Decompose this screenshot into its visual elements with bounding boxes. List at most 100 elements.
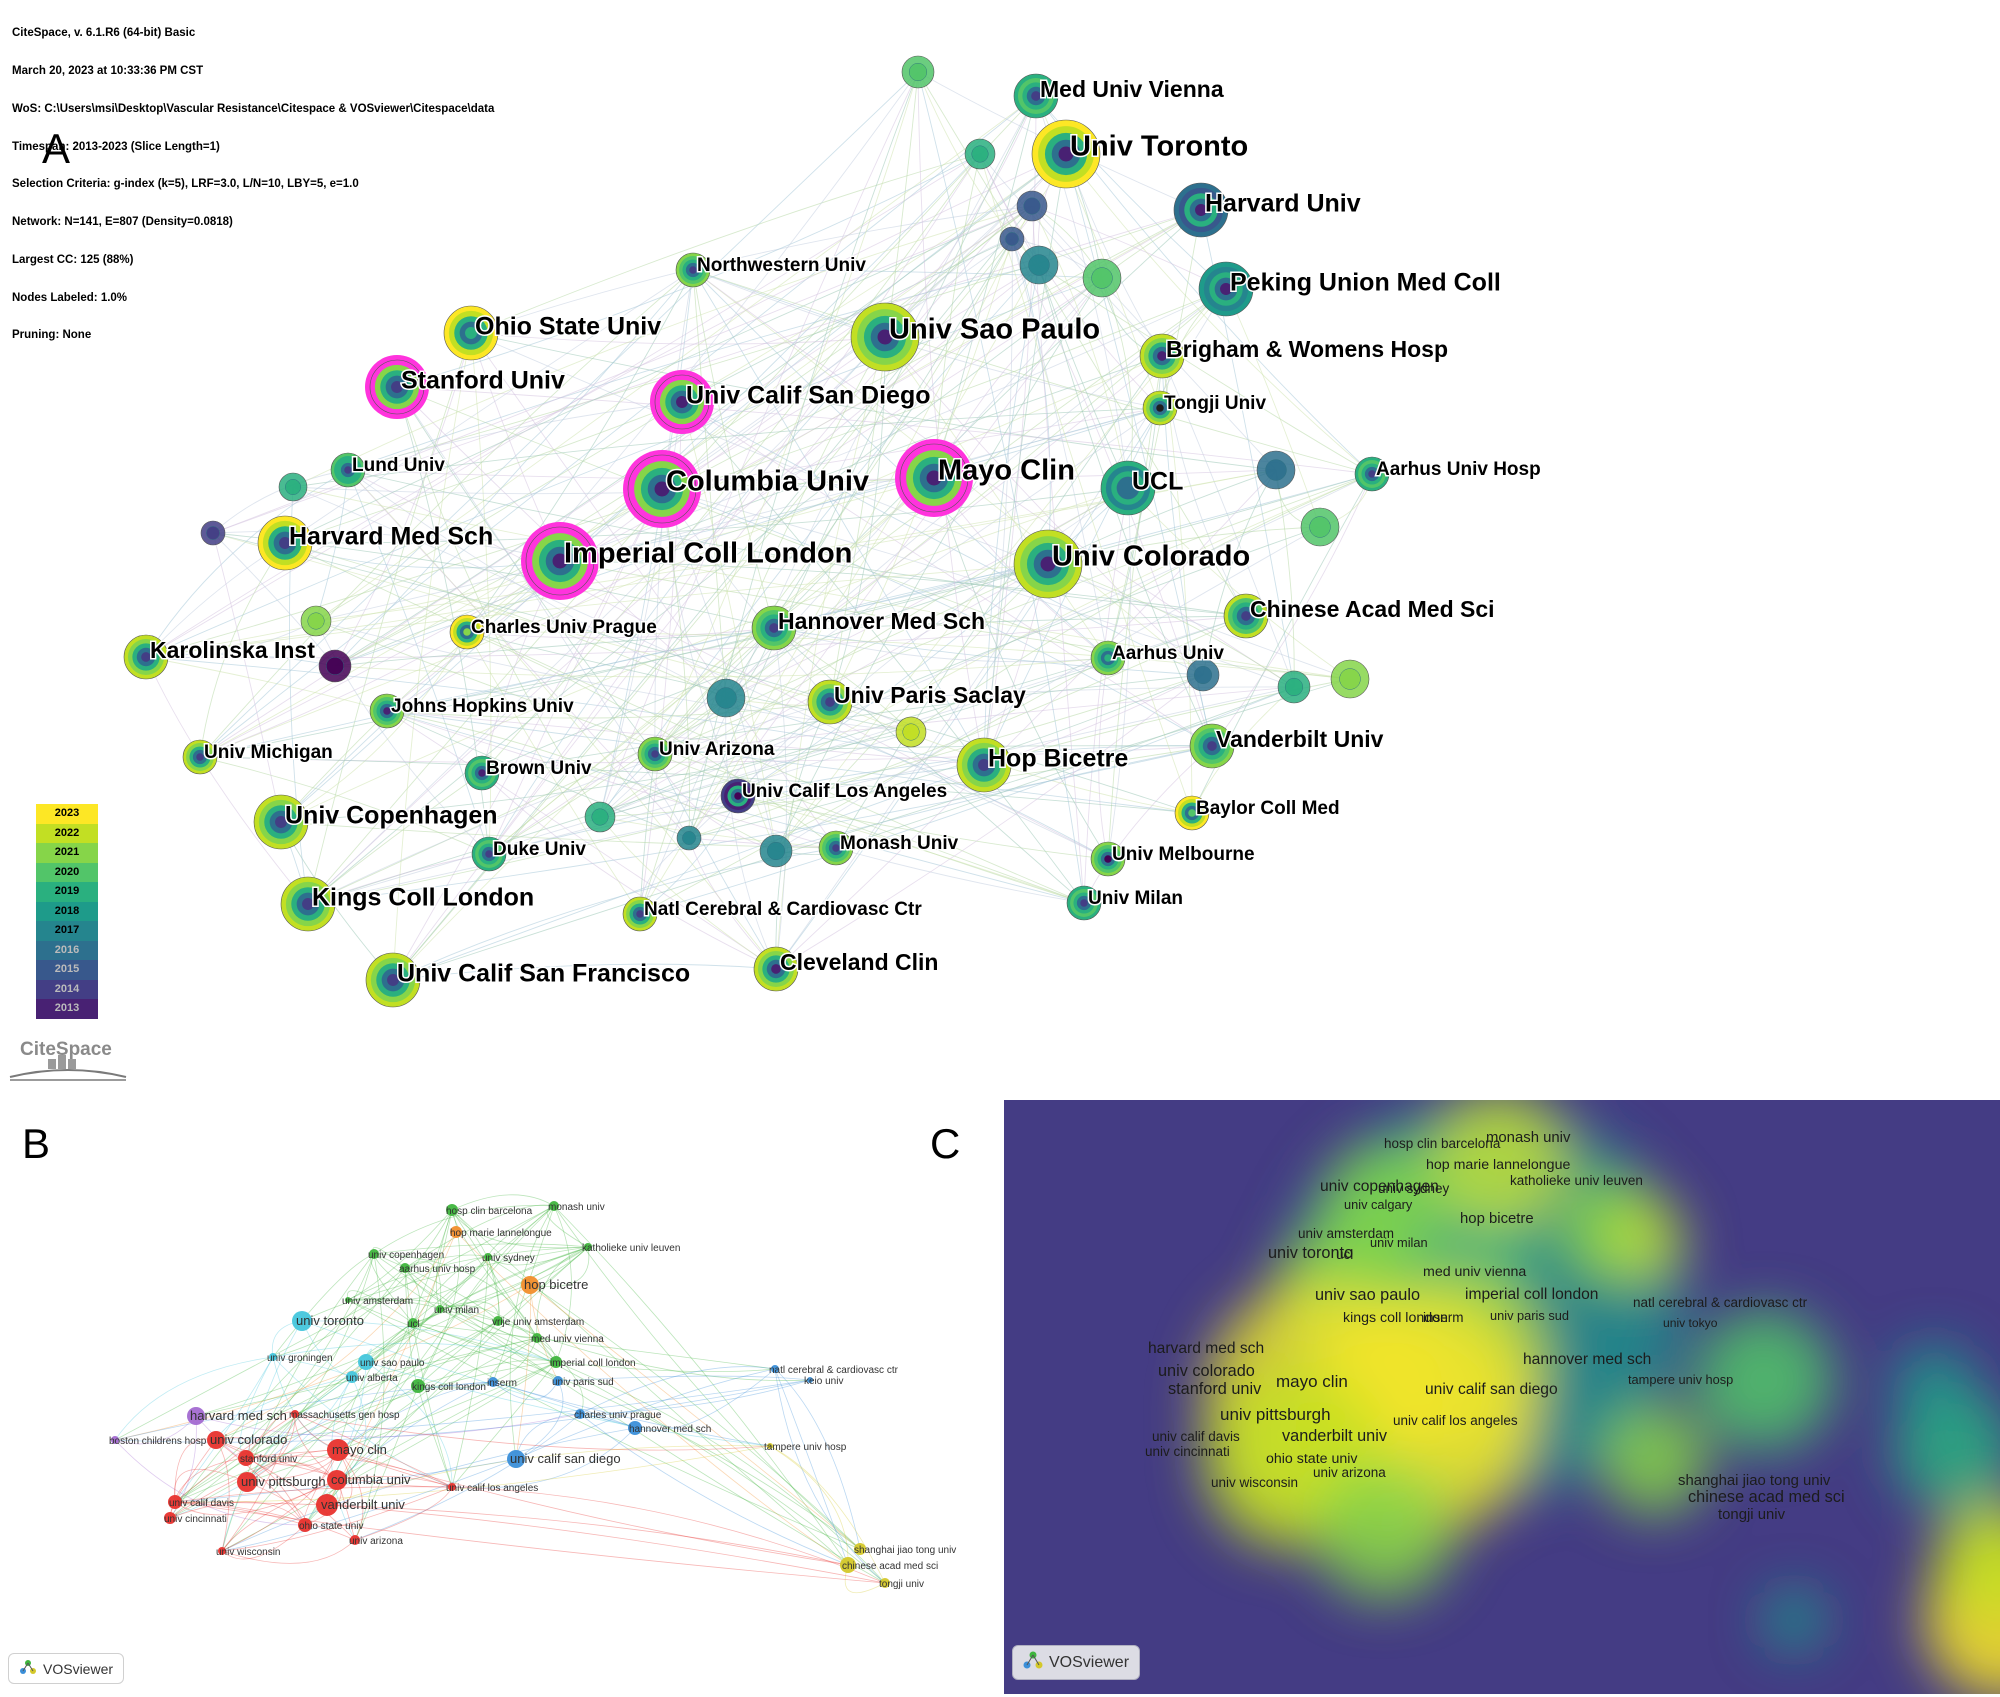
- network-edge: [1035, 95, 1227, 290]
- vos-node-med-univ-vienna: [532, 1333, 542, 1343]
- density-label-univ-calif-davis: univ calif davis: [1152, 1429, 1240, 1444]
- network-edge: [145, 615, 1247, 659]
- network-edge: [145, 653, 336, 667]
- network-edge: [835, 355, 1163, 849]
- vos-edge: [412, 1322, 861, 1550]
- network-edge: [639, 95, 1037, 915]
- vos-label-univ-calif-san-diego: univ calif san diego: [510, 1451, 621, 1466]
- vos-edge: [515, 1380, 564, 1460]
- vos-node-vanderbilt-univ: [316, 1494, 338, 1516]
- network-edge: [737, 795, 1109, 860]
- vos-label-inserm: inserm: [487, 1378, 517, 1389]
- network-edge: [775, 701, 831, 970]
- vos-label-hop-marie-lannelongue: hop marie lannelongue: [450, 1228, 552, 1239]
- density-label-univ-sydney: univ sydney: [1378, 1181, 1450, 1196]
- density-label-hop-bicetre: hop bicetre: [1460, 1211, 1534, 1227]
- node-kings-coll-london: [280, 876, 336, 932]
- network-edge: [212, 532, 336, 667]
- vos-edge: [221, 1479, 338, 1552]
- node-baylor-coll-med: [1174, 795, 1210, 831]
- node-univ-calif-san-francisco: [365, 952, 421, 1008]
- network-node-unlabeled: [1300, 507, 1340, 547]
- vos-node-univ-paris-sud: [553, 1376, 563, 1386]
- vos-node-univ-pittsburgh: [237, 1472, 257, 1492]
- vos-label-katholieke-univ-leuven: katholieke univ leuven: [582, 1243, 680, 1254]
- network-edge: [661, 264, 1040, 490]
- network-edge: [681, 401, 1085, 904]
- vos-edge: [337, 1449, 364, 1541]
- network-edge: [334, 153, 1067, 667]
- network-edge: [466, 631, 837, 849]
- network-edge: [307, 657, 1109, 905]
- node-label-aarhus-univ: Aarhus Univ: [1112, 643, 1224, 664]
- network-edge: [386, 277, 1103, 712]
- network-edge: [599, 816, 777, 970]
- vos-edge: [492, 1381, 636, 1429]
- vos-edge: [451, 1486, 886, 1584]
- vos-edge: [404, 1267, 499, 1322]
- network-edge: [488, 488, 663, 855]
- vos-edge: [246, 1253, 375, 1483]
- network-edge: [1107, 487, 1131, 860]
- node-brown-univ: [464, 755, 500, 791]
- density-blob: [1314, 1460, 1454, 1600]
- node-label-aarhus-univ-hosp: Aarhus Univ Hosp: [1376, 459, 1541, 480]
- vos-label-univ-pittsburgh: univ pittsburgh: [241, 1474, 326, 1489]
- vos-node-univ-wisconsin: [218, 1547, 226, 1555]
- meta-line: March 20, 2023 at 10:33:36 PM CST: [12, 64, 204, 77]
- density-label-univ-sao-paulo: univ sao paulo: [1315, 1286, 1420, 1304]
- vos-edge: [221, 1361, 557, 1552]
- network-edge: [1038, 264, 1129, 489]
- meta-line: Network: N=141, E=807 (Density=0.0818): [12, 216, 233, 229]
- citespace-logo: CiteSpace: [8, 1033, 128, 1083]
- node-label-univ-copenhagen: Univ Copenhagen: [285, 801, 498, 829]
- density-label-univ-amsterdam: univ amsterdam: [1298, 1226, 1394, 1241]
- vos-node-keio-univ: [807, 1377, 813, 1383]
- network-edge: [725, 697, 777, 970]
- legend-year-2016: 2016: [36, 940, 98, 960]
- node-label-univ-melbourne: Univ Melbourne: [1112, 844, 1255, 865]
- panel-letter-a: A: [42, 125, 71, 172]
- vos-node-univ-calif-davis: [168, 1495, 182, 1509]
- vos-edges: [114, 1194, 886, 1594]
- vos-edge: [294, 1413, 771, 1451]
- vos-edge: [337, 1449, 849, 1566]
- vos-label-shanghai-jiao-tong-univ: shanghai jiao tong univ: [854, 1545, 956, 1556]
- vos-edge: [221, 1458, 517, 1552]
- node-aarhus-univ-hosp: [1354, 456, 1390, 492]
- density-blob: [1894, 1345, 1974, 1425]
- network-edge: [681, 401, 777, 852]
- vos-edge: [579, 1379, 811, 1415]
- node-lund-univ: [330, 452, 366, 488]
- vos-label-univ-sydney: univ sydney: [482, 1253, 535, 1264]
- network-edge: [292, 477, 935, 495]
- node-label-univ-milan: Univ Milan: [1088, 888, 1183, 909]
- network-edge: [386, 701, 831, 719]
- vos-node-shanghai-jiao-tong-univ: [854, 1543, 866, 1555]
- network-edge: [347, 209, 1202, 471]
- network-edge: [284, 401, 683, 544]
- network-edge: [983, 407, 1161, 766]
- vos-label-univ-arizona: univ arizona: [349, 1536, 403, 1547]
- network-edge: [481, 563, 1049, 774]
- vos-label-med-univ-vienna: med univ vienna: [531, 1334, 604, 1345]
- vos-label-aarhus-univ-hosp: aarhus univ hosp: [399, 1264, 476, 1275]
- network-edge: [737, 795, 1085, 904]
- vos-edge: [114, 1439, 306, 1526]
- vos-edge: [439, 1308, 559, 1382]
- network-edge: [307, 745, 1213, 905]
- vos-label-stanford-univ: stanford univ: [240, 1454, 297, 1465]
- density-blobs: [1204, 1100, 2000, 1694]
- density-label-harvard-med-sch: harvard med sch: [1148, 1340, 1264, 1357]
- node-label-imperial-coll-london: Imperial Coll London: [564, 537, 852, 569]
- legend-year-2022: 2022: [36, 823, 98, 843]
- node-univ-calif-los-angeles: [720, 778, 756, 814]
- network-edge: [599, 816, 837, 849]
- network-edge: [681, 401, 1204, 676]
- vos-node-hop-bicetre: [521, 1276, 539, 1294]
- vos-edge: [245, 1455, 453, 1488]
- node-label-univ-calif-los-angeles: Univ Calif Los Angeles: [742, 781, 947, 802]
- density-label-univ-wisconsin: univ wisconsin: [1211, 1475, 1298, 1490]
- network-edge: [1047, 526, 1321, 565]
